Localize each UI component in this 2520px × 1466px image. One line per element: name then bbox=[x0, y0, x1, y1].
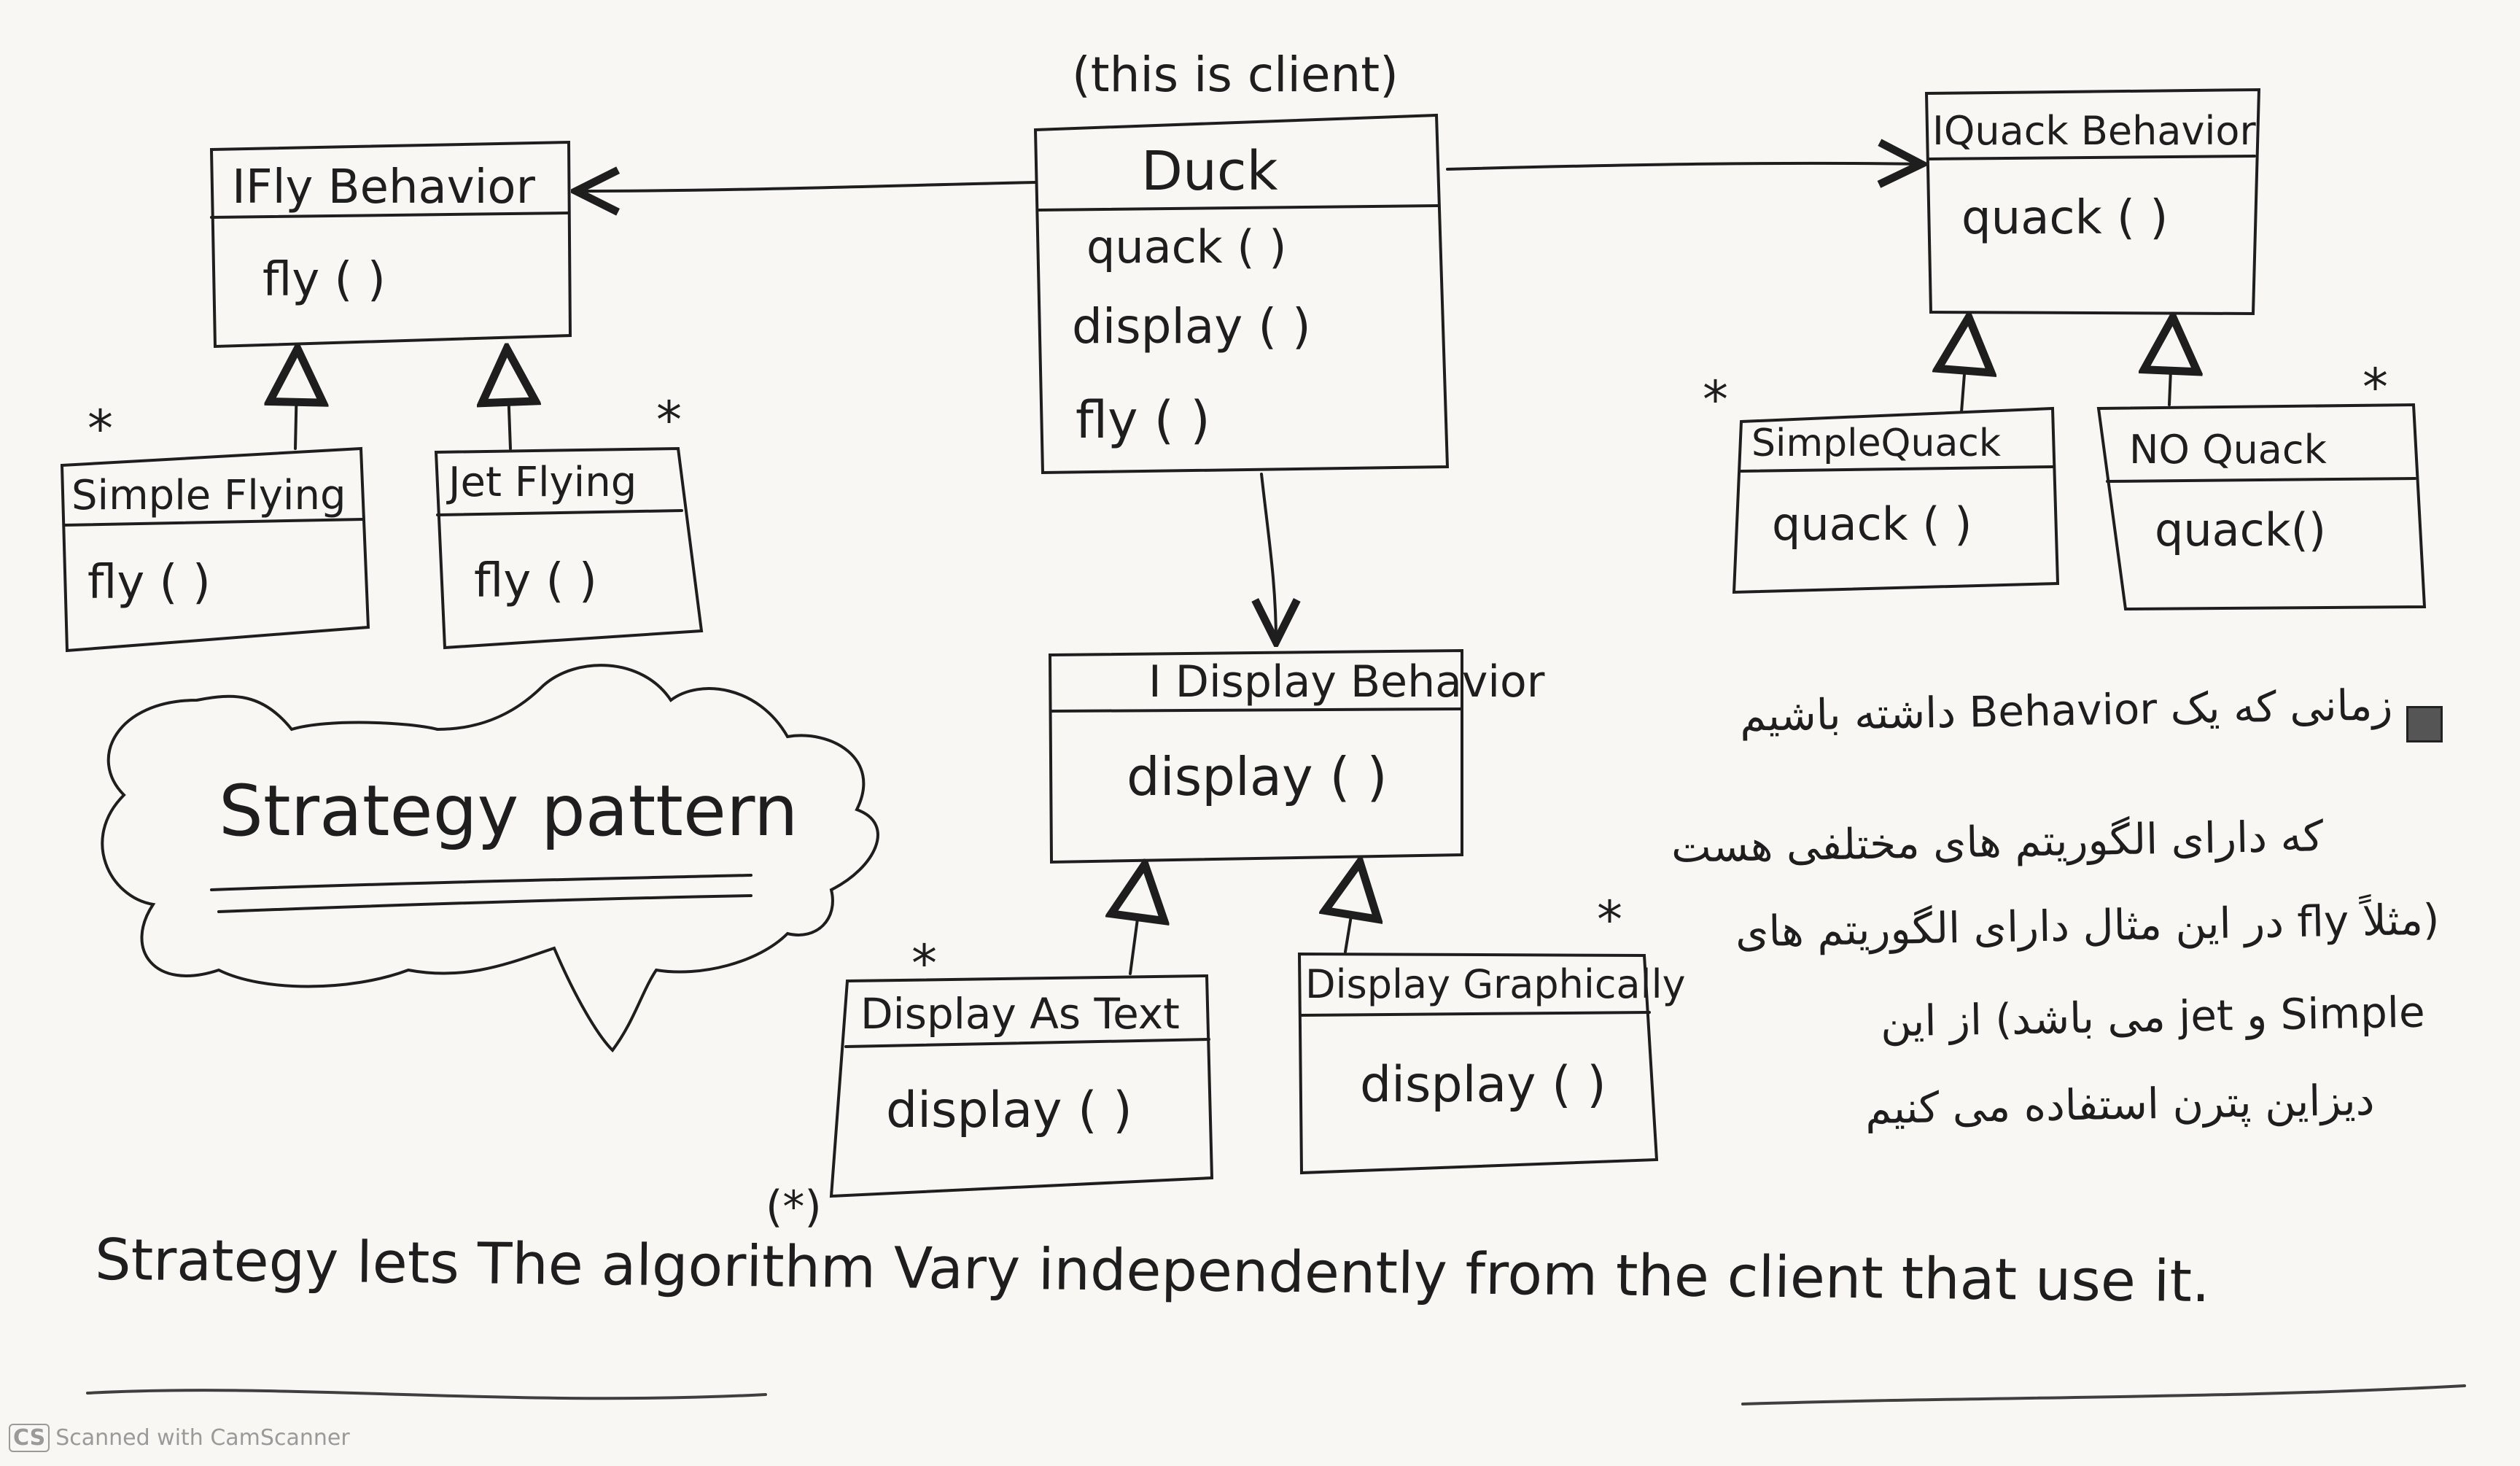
arrow-duck-to-ifly bbox=[576, 182, 1037, 191]
simple-quack-name: SimpleQuack bbox=[1751, 422, 2001, 465]
class-idisplay-name: I Display Behavior bbox=[1148, 656, 1545, 707]
asterisk-simple-quack: * bbox=[1703, 370, 1728, 430]
inherit-jet-flying bbox=[507, 349, 510, 450]
bottom-stroke-1 bbox=[86, 1389, 767, 1400]
bottom-stroke-2 bbox=[1741, 1384, 2466, 1405]
display-graphically-method: display ( ) bbox=[1360, 1056, 1606, 1114]
note-bullet-square bbox=[2406, 706, 2443, 742]
class-ifly-behavior: IFly Behavior fly ( ) bbox=[209, 140, 572, 349]
class-simple-flying: Simple Flying fly ( ) bbox=[60, 446, 370, 653]
simple-quack-method: quack ( ) bbox=[1772, 497, 1972, 551]
summary-marker: (*) bbox=[766, 1182, 822, 1233]
no-quack-method: quack() bbox=[2155, 503, 2326, 556]
arrow-duck-to-iquack bbox=[1446, 163, 1921, 169]
inherit-display-graphically bbox=[1345, 862, 1360, 953]
strategy-cloud-shape bbox=[101, 664, 879, 1053]
simple-flying-name: Simple Flying bbox=[71, 472, 346, 519]
class-ifly-name: IFly Behavior bbox=[232, 160, 536, 214]
iquack-method-quack: quack ( ) bbox=[1961, 191, 2168, 245]
watermark-text: Scanned with CamScanner bbox=[55, 1425, 350, 1451]
class-iquack-behavior: IQuack Behavior quack ( ) bbox=[1924, 88, 2261, 316]
cloud-underline-2 bbox=[217, 894, 752, 913]
asterisk-jet-flying: * bbox=[656, 390, 682, 450]
display-as-text-method: display ( ) bbox=[886, 1082, 1132, 1139]
class-no-quack: NO Quack quack() bbox=[2096, 403, 2427, 611]
asterisk-display-as-text: * bbox=[911, 934, 937, 993]
class-iquack-name: IQuack Behavior bbox=[1932, 108, 2256, 154]
camscanner-logo-icon: CS bbox=[9, 1424, 50, 1452]
inherit-display-as-text bbox=[1130, 864, 1145, 975]
display-graphically-name: Display Graphically bbox=[1305, 961, 1686, 1007]
cloud-underline-1 bbox=[210, 874, 752, 891]
no-quack-name: NO Quack bbox=[2129, 427, 2328, 473]
persian-note-line-5: دیزاین پترن استفاده می کنیم bbox=[1864, 1074, 2375, 1134]
inherit-simple-flying bbox=[295, 349, 298, 450]
ifly-method-fly: fly ( ) bbox=[262, 253, 386, 307]
duck-method-quack: quack ( ) bbox=[1086, 220, 1286, 274]
class-idisplay-behavior: I Display Behavior display ( ) bbox=[1048, 648, 1545, 864]
asterisk-no-quack: * bbox=[2362, 357, 2388, 417]
class-simple-quack: SimpleQuack quack ( ) bbox=[1732, 406, 2060, 594]
idisplay-method: display ( ) bbox=[1127, 746, 1388, 807]
arrow-duck-to-idisplay bbox=[1261, 473, 1276, 642]
class-duck-name: Duck bbox=[1141, 140, 1278, 203]
class-jet-flying: Jet Flying fly ( ) bbox=[434, 446, 704, 650]
inherit-no-quack bbox=[2169, 317, 2173, 406]
jet-flying-method: fly ( ) bbox=[474, 554, 597, 608]
simple-flying-method: fly ( ) bbox=[88, 556, 211, 610]
inherit-simple-quack bbox=[1961, 317, 1969, 414]
strategy-cloud-label: Strategy pattern bbox=[219, 770, 798, 852]
display-as-text-name: Display As Text bbox=[860, 989, 1180, 1039]
asterisk-simple-flying: * bbox=[88, 399, 113, 459]
duck-method-fly: fly ( ) bbox=[1076, 390, 1210, 450]
class-display-as-text: Display As Text display ( ) bbox=[829, 974, 1214, 1198]
jet-flying-name: Jet Flying bbox=[446, 459, 637, 506]
persian-note-line-4: Simple و jet می باشد) از این bbox=[1880, 987, 2426, 1047]
duck-method-display: display ( ) bbox=[1072, 298, 1311, 354]
asterisk-display-graphically: * bbox=[1597, 890, 1622, 950]
class-duck: Duck quack ( ) display ( ) fly ( ) bbox=[1033, 113, 1450, 475]
client-note: (this is client) bbox=[1072, 47, 1399, 103]
class-display-graphically: Display Graphically display ( ) bbox=[1297, 952, 1686, 1175]
